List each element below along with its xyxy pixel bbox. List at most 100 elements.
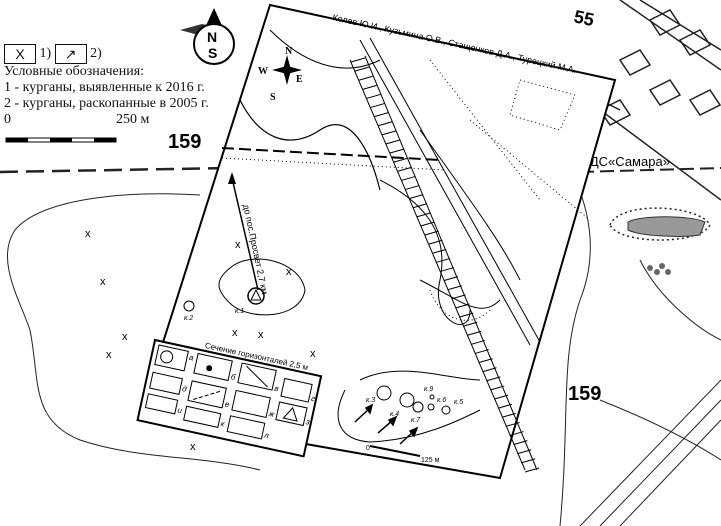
railway-tie xyxy=(385,139,400,145)
railway-tie xyxy=(474,349,489,355)
legend-letter: ж xyxy=(267,409,276,419)
contour-line xyxy=(639,259,721,341)
railway-tie xyxy=(447,285,462,291)
excavated-arrows xyxy=(354,403,419,445)
plan-scale-end: 125 м xyxy=(421,457,440,464)
railway-tie xyxy=(366,93,381,99)
road-arrow xyxy=(231,177,259,291)
railway-tie xyxy=(482,367,497,373)
kurgan-x-symbol: X xyxy=(4,44,36,64)
legend-letter: в xyxy=(274,384,280,394)
kurgan-label: к.6 xyxy=(437,397,446,404)
legend-letter: г xyxy=(310,394,316,404)
legend-letter: а xyxy=(188,353,195,363)
legend-letter: л xyxy=(262,430,270,440)
svg-text:x: x xyxy=(106,349,112,361)
railway-tie xyxy=(424,230,439,236)
railway-tie xyxy=(370,103,385,109)
railway-tie xyxy=(517,449,532,455)
railway-tie xyxy=(428,239,443,245)
legend-letter: е xyxy=(224,399,231,409)
compass-rose-small: N W E S xyxy=(258,46,303,103)
station-label: ЛПДС«Самара» xyxy=(572,154,670,169)
kurgan-label: к.4 xyxy=(390,411,399,418)
svg-text:x: x xyxy=(286,266,292,278)
arrow-symbol-icon: ↗ xyxy=(54,44,87,64)
railway-tie xyxy=(358,75,373,81)
railway-tie xyxy=(401,175,416,181)
plan-scale-start: 0 xyxy=(366,445,370,452)
railway-tie xyxy=(389,148,404,154)
kurgan-labels: к.1 к.2 к.3 к.4 к.5 к.6 к.7 к.9 xyxy=(184,308,463,424)
label-155: 55 xyxy=(572,6,596,30)
svg-text:x: x xyxy=(235,239,241,251)
svg-text:x: x xyxy=(190,441,196,453)
kurgan-label: к.7 xyxy=(411,417,421,424)
railway-tie xyxy=(435,257,451,263)
railway-tie xyxy=(362,84,377,90)
arrowhead-icon xyxy=(228,172,236,184)
plan-features xyxy=(218,29,591,471)
dashed-road-east xyxy=(579,167,721,173)
compass-s-small: S xyxy=(270,92,276,103)
railway-tie xyxy=(509,431,524,437)
kurgan-label: к.1 xyxy=(235,308,244,315)
pond xyxy=(627,216,706,237)
railway-tie xyxy=(493,394,509,400)
symbol2-label: 2) xyxy=(90,46,102,62)
railway-tie xyxy=(486,376,501,382)
contour-line xyxy=(599,399,721,461)
railway-tie xyxy=(381,130,397,136)
svg-text:x: x xyxy=(100,276,106,288)
tree-cluster xyxy=(647,263,671,275)
railway-tie xyxy=(466,330,482,336)
railway-tie xyxy=(459,312,474,318)
railway-tie xyxy=(404,185,420,191)
railway-tie xyxy=(462,321,478,327)
railway-tie xyxy=(374,112,389,118)
legend-letter: к xyxy=(220,419,227,429)
legend-letter: д xyxy=(181,384,188,394)
dotted-enclosure xyxy=(609,207,711,241)
compass-n: N xyxy=(207,29,217,45)
railway-tie xyxy=(497,403,513,409)
dashed-road xyxy=(0,166,231,174)
svg-text:x: x xyxy=(232,327,238,339)
railway-tie xyxy=(451,294,466,300)
railway-tie xyxy=(377,121,393,127)
compass-s: S xyxy=(208,45,217,61)
railway-tie xyxy=(443,276,458,282)
railway-tie xyxy=(432,248,447,254)
compass-e-small: E xyxy=(296,74,303,85)
kurgan-label: к.2 xyxy=(184,315,193,322)
scale-bar xyxy=(5,137,117,143)
railway xyxy=(350,57,540,473)
railway-tie xyxy=(490,385,505,391)
railway-tie xyxy=(478,358,493,364)
railway-tie xyxy=(397,166,412,172)
railway-tie xyxy=(501,412,516,418)
svg-text:x: x xyxy=(122,331,128,343)
scale-end: 250 м xyxy=(116,112,150,127)
legend-item-2: 2 - курганы, раскопанные в 2005 г. xyxy=(4,96,209,111)
railway-tie xyxy=(393,157,408,163)
legend-letter: б xyxy=(230,372,237,382)
compass-rose-large: N S xyxy=(180,8,235,65)
kurgan-label: к.9 xyxy=(424,386,433,393)
kurgans xyxy=(183,287,451,415)
railway-tie xyxy=(455,303,470,309)
contour-line xyxy=(6,193,261,471)
compass-w-small: W xyxy=(258,66,268,77)
legend-letter: и xyxy=(177,406,184,416)
map-legend: X 1) ↗ 2) Условные обозначения: 1 - кург… xyxy=(4,44,209,128)
railway-tie xyxy=(416,212,431,218)
power-lines xyxy=(579,379,721,526)
railway-tie xyxy=(439,267,455,273)
label-159-bottom: 159 xyxy=(568,383,601,405)
railway-tie xyxy=(520,458,536,464)
kurgan-label: к.5 xyxy=(454,399,463,406)
